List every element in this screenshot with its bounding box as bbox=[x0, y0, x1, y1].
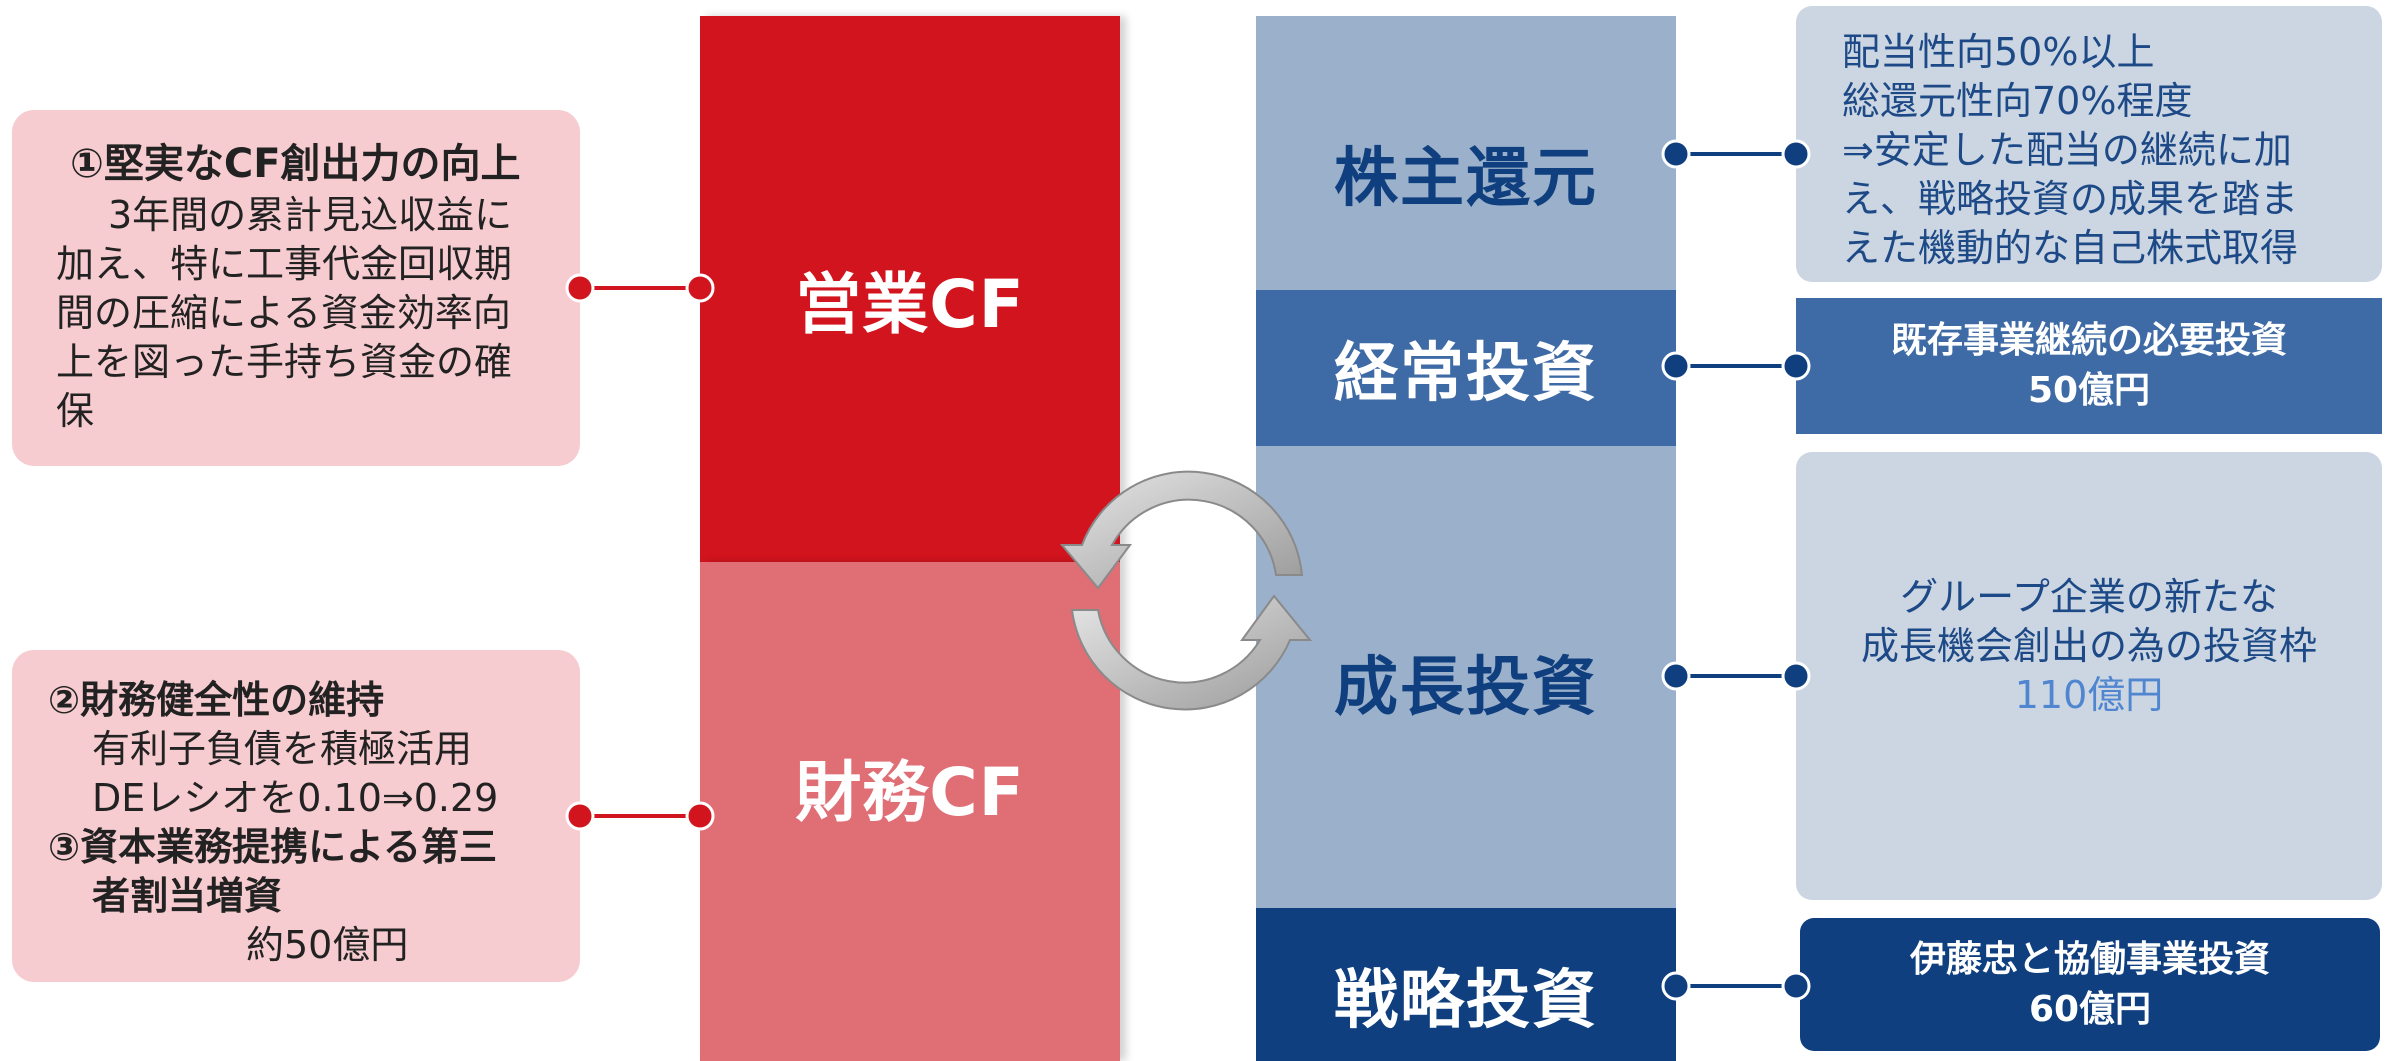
ordinary-detail-text: 既存事業継続の必要投資 bbox=[1890, 320, 2287, 361]
shareholder-return-label: 株主還元 bbox=[1334, 142, 1598, 216]
operating-cf-note-line: 間の圧縮による資金効率向 bbox=[56, 291, 511, 335]
shareholder-detail-line: え、戦略投資の成果を踏ま bbox=[1842, 177, 2299, 221]
financing-cf-note-line: DEレシオを0.10⇒0.29 bbox=[92, 776, 499, 820]
growth-investment-label: 成長投資 bbox=[1334, 651, 1598, 725]
shareholder-return-detail: 配当性向50%以上 総還元性向70%程度 ⇒安定した配当の継続に加 え、戦略投資… bbox=[1796, 6, 2382, 282]
operating-cf-note-line: 加え、特に工事代金回収期 bbox=[56, 242, 513, 286]
growth-investment-block: 成長投資 bbox=[1256, 446, 1676, 908]
strategic-detail-amount: 60億円 bbox=[2028, 988, 2152, 1030]
growth-investment-detail: グループ企業の新たな 成長機会創出の為の投資枠 110億円 bbox=[1796, 452, 2382, 900]
growth-detail-line: 成長機会創出の為の投資枠 bbox=[1860, 623, 2317, 668]
operating-cf-connector bbox=[565, 273, 715, 303]
ordinary-connector bbox=[1661, 351, 1811, 381]
strategic-investment-block: 戦略投資 bbox=[1256, 908, 1676, 1061]
operating-cf-note: ①堅実なCF創出力の向上 3年間の累計見込収益に 加え、特に工事代金回収期 間の… bbox=[12, 110, 580, 466]
ordinary-investment-block: 経常投資 bbox=[1256, 290, 1676, 446]
strategic-connector bbox=[1661, 971, 1811, 1001]
operating-cf-note-title: ①堅実なCF創出力の向上 bbox=[70, 141, 521, 187]
shareholder-detail-line: ⇒安定した配当の継続に加 bbox=[1842, 128, 2292, 172]
operating-cf-note-line: 上を図った手持ち資金の確 bbox=[56, 340, 513, 384]
growth-detail-amount: 110億円 bbox=[2014, 672, 2164, 717]
shareholder-return-block: 株主還元 bbox=[1256, 16, 1676, 290]
operating-cf-note-line: 保 bbox=[56, 389, 95, 433]
operating-cf-label: 営業CF bbox=[795, 266, 1025, 343]
growth-connector bbox=[1661, 661, 1811, 691]
shareholder-connector bbox=[1661, 139, 1811, 169]
financing-cf-connector bbox=[565, 801, 715, 831]
growth-detail-line: グループ企業の新たな bbox=[1900, 574, 2278, 619]
strategic-investment-detail: 伊藤忠と協働事業投資 60億円 bbox=[1800, 918, 2380, 1051]
capital-alliance-title-cont: 者割当増資 bbox=[92, 874, 283, 918]
ordinary-investment-label: 経常投資 bbox=[1334, 337, 1598, 411]
ordinary-investment-detail: 既存事業継続の必要投資 50億円 bbox=[1796, 298, 2382, 434]
cycle-arrows-icon bbox=[1059, 470, 1313, 711]
ordinary-detail-amount: 50億円 bbox=[2027, 370, 2151, 411]
strategic-investment-label: 戦略投資 bbox=[1334, 963, 1598, 1038]
capital-alliance-amount: 約50億円 bbox=[246, 923, 409, 967]
financing-cf-note-title: ②財務健全性の維持 bbox=[48, 678, 385, 722]
financing-cf-note-line: 有利子負債を積極活用 bbox=[92, 727, 473, 771]
financing-cf-note: ②財務健全性の維持 有利子負債を積極活用 DEレシオを0.10⇒0.29 ③資本… bbox=[12, 650, 580, 982]
financing-cf-label: 財務CF bbox=[795, 753, 1025, 831]
shareholder-detail-line: 総還元性向70%程度 bbox=[1842, 79, 2193, 123]
capital-alliance-title: ③資本業務提携による第三 bbox=[48, 825, 498, 869]
shareholder-detail-line: えた機動的な自己株式取得 bbox=[1842, 226, 2299, 270]
shareholder-detail-line: 配当性向50%以上 bbox=[1842, 30, 2155, 74]
financing-cf-block: 財務CF bbox=[700, 562, 1120, 1061]
strategic-detail-text: 伊藤忠と協働事業投資 bbox=[1909, 938, 2270, 980]
operating-cf-note-line: 3年間の累計見込収益に bbox=[108, 193, 513, 237]
operating-cf-block: 営業CF bbox=[700, 16, 1120, 562]
